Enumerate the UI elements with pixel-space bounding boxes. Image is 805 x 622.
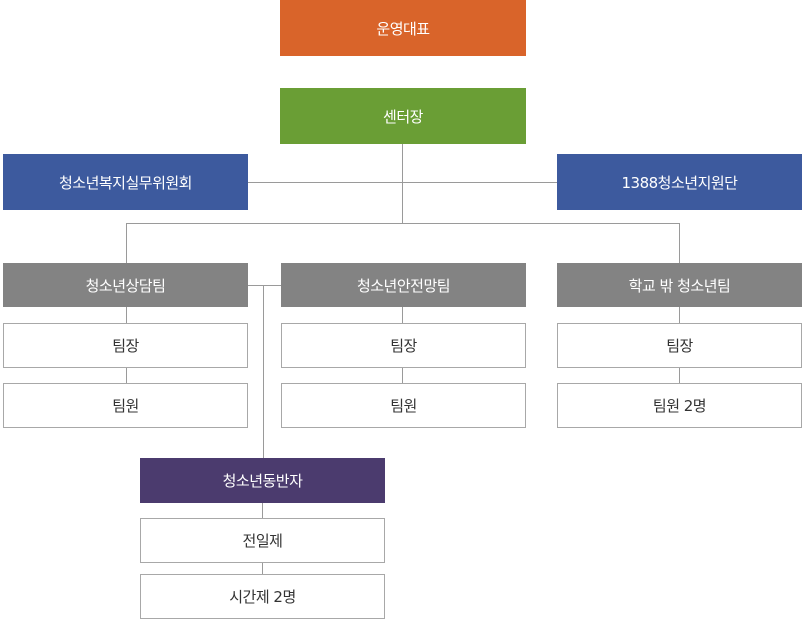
team-counseling-lead: 팀장 bbox=[3, 323, 248, 368]
connector-team1-member bbox=[126, 367, 127, 383]
team-safetynet-member: 팀원 bbox=[281, 383, 526, 428]
connector-team1-lead bbox=[126, 307, 127, 323]
connector-dongbanja-fulltime bbox=[262, 502, 263, 518]
team-safetynet-header: 청소년안전망팀 bbox=[281, 263, 526, 307]
team-safetynet-lead: 팀장 bbox=[281, 323, 526, 368]
ceo-box: 운영대표 bbox=[280, 0, 526, 56]
connector-dongbanja-parttime bbox=[262, 562, 263, 574]
connector-dongbanja-trunk bbox=[263, 285, 264, 459]
dongbanja-fulltime: 전일제 bbox=[140, 518, 385, 563]
team-counseling-header: 청소년상담팀 bbox=[3, 263, 248, 307]
right-committee-box: 1388청소년지원단 bbox=[557, 154, 802, 210]
connector-team1-team2 bbox=[247, 285, 281, 286]
dongbanja-header: 청소년동반자 bbox=[140, 458, 385, 503]
connector-team3-member bbox=[679, 367, 680, 383]
team-counseling-member: 팀원 bbox=[3, 383, 248, 428]
connector-bus-team3 bbox=[679, 223, 680, 263]
connector-team2-lead bbox=[402, 307, 403, 323]
connector-team2-member bbox=[402, 367, 403, 383]
director-box: 센터장 bbox=[280, 88, 526, 144]
connector-team-bus bbox=[126, 223, 680, 224]
connector-team3-lead bbox=[679, 307, 680, 323]
left-committee-box: 청소년복지실무위원회 bbox=[3, 154, 248, 210]
team-outofschool-header: 학교 밖 청소년팀 bbox=[557, 263, 802, 307]
team-outofschool-lead: 팀장 bbox=[557, 323, 802, 368]
connector-bus-team1 bbox=[126, 223, 127, 263]
dongbanja-parttime: 시간제 2명 bbox=[140, 574, 385, 619]
connector-committees bbox=[247, 182, 557, 183]
connector-director-team-bus bbox=[402, 144, 403, 224]
team-outofschool-member: 팀원 2명 bbox=[557, 383, 802, 428]
